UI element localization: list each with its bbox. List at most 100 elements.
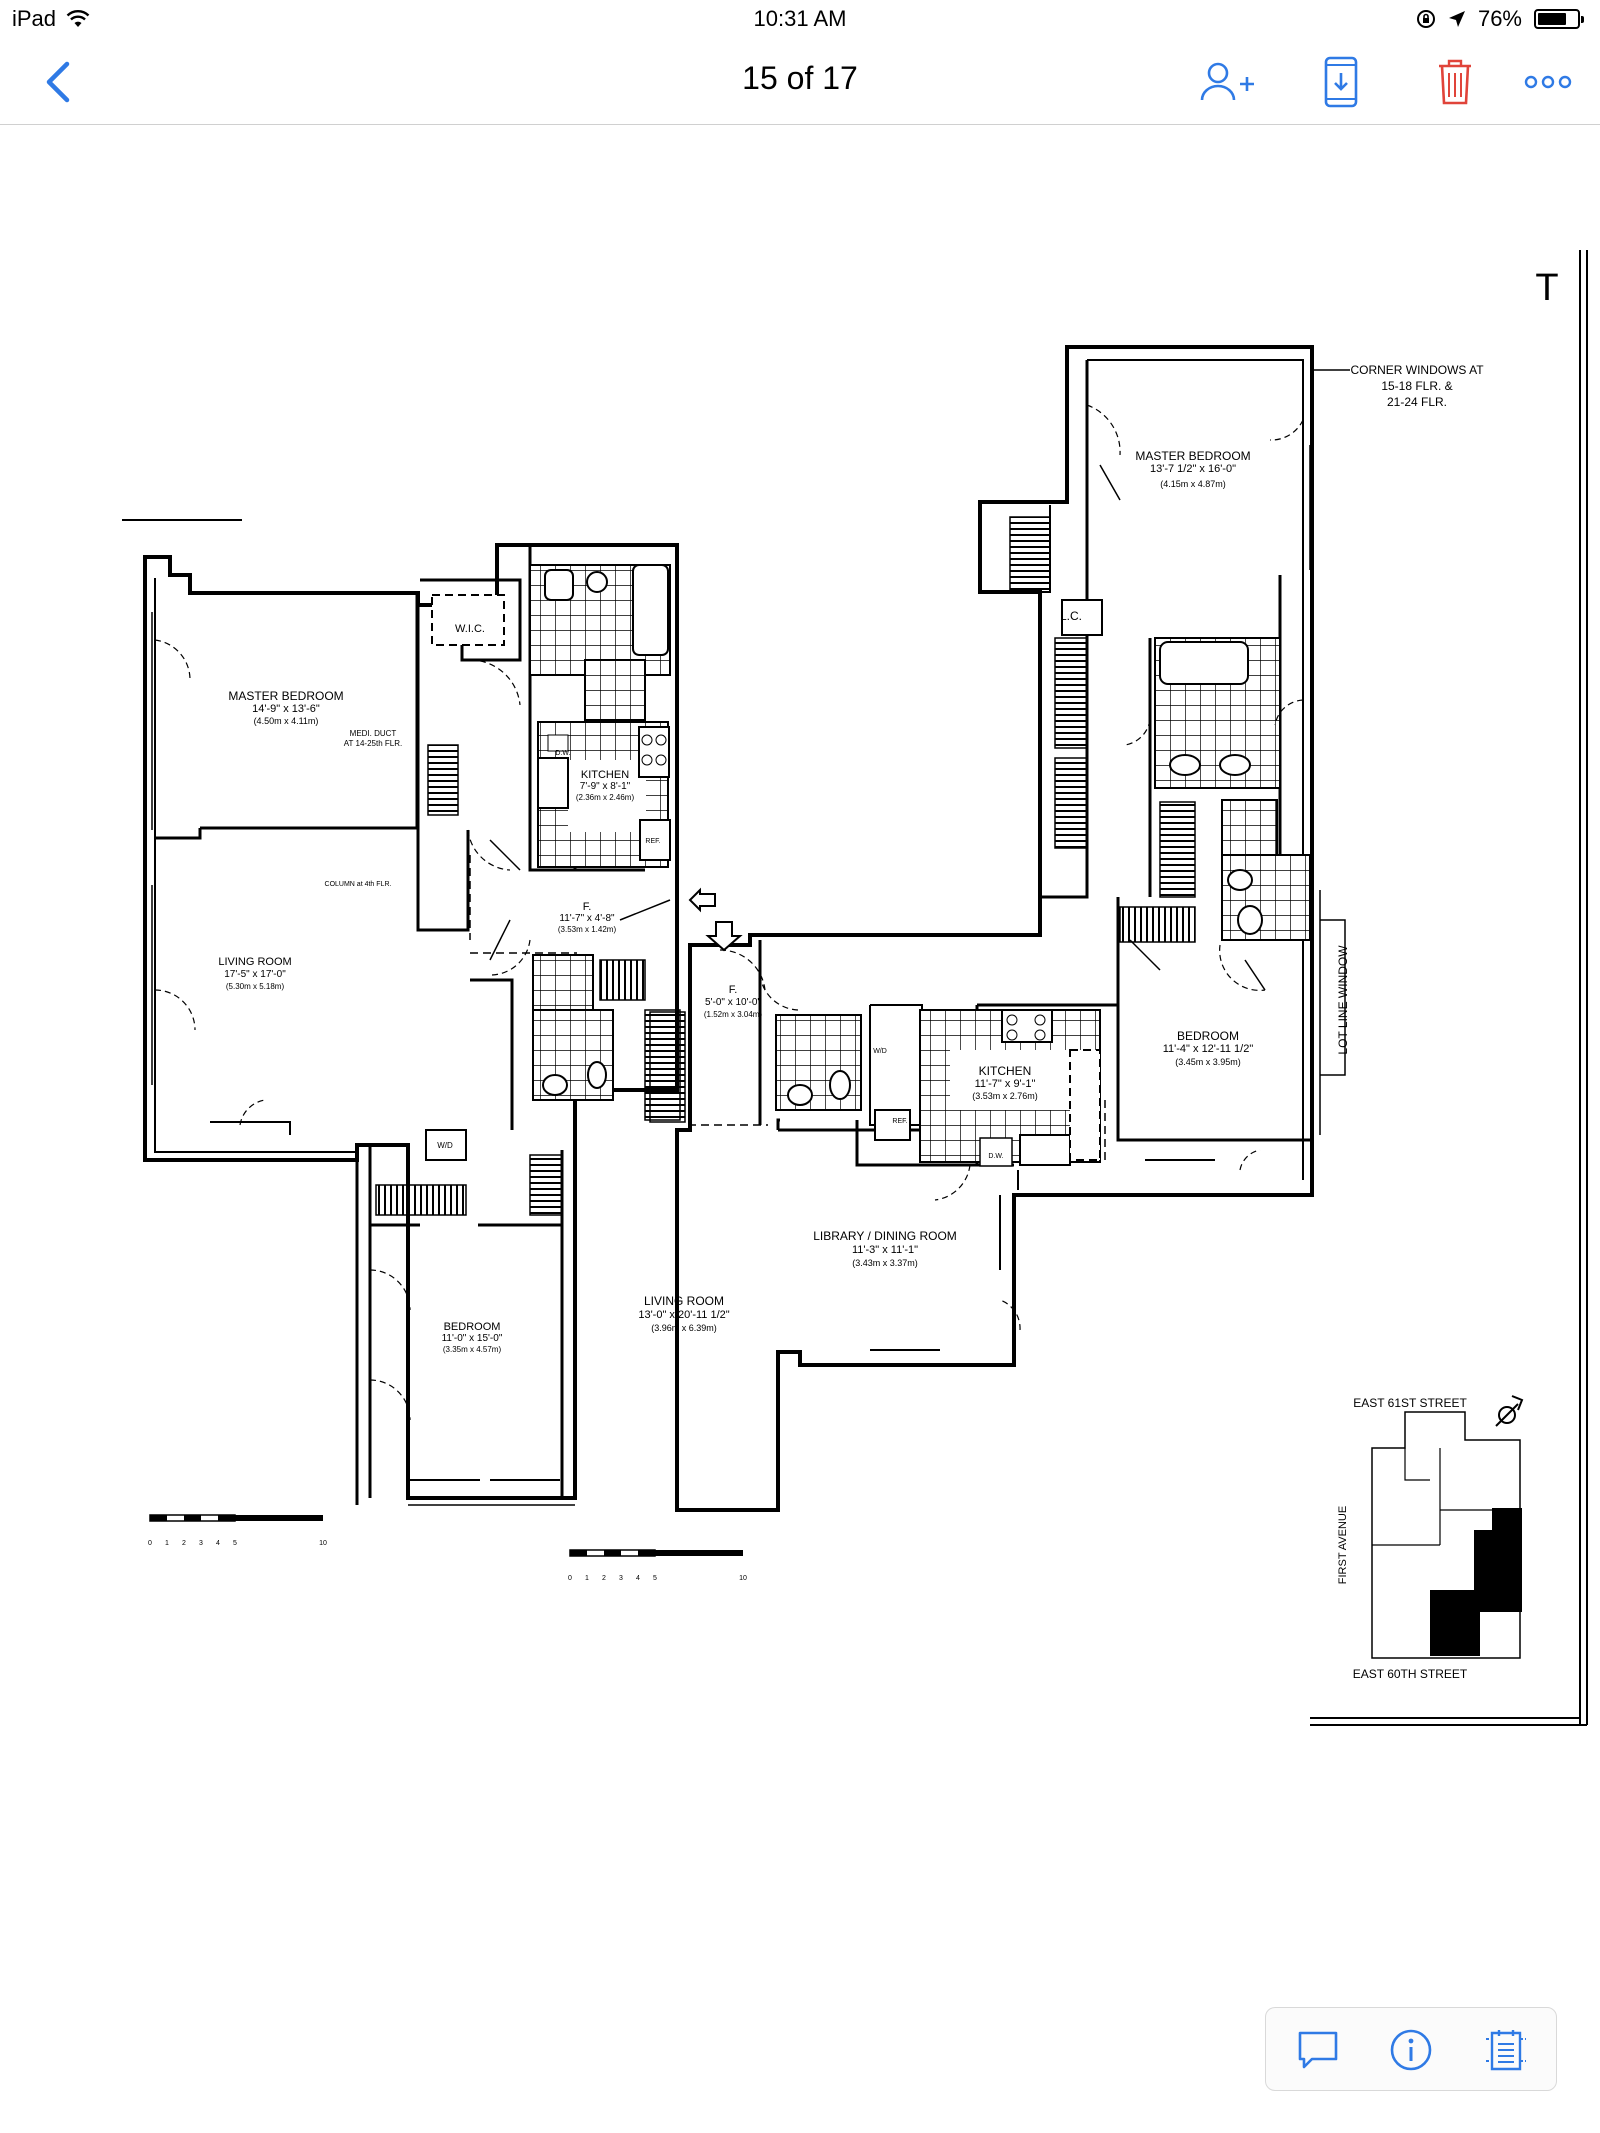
dw-right-label: D.W. bbox=[988, 1153, 1003, 1160]
corner-windows-note: CORNER WINDOWS AT 15-18 FLR. & 21-24 FLR… bbox=[1350, 363, 1484, 409]
document-page[interactable]: T bbox=[0, 125, 1600, 2005]
scale1-label-1: 1 bbox=[165, 1540, 169, 1547]
scale2-label-5: 5 bbox=[653, 1575, 657, 1582]
lc-label: L.C. bbox=[1060, 609, 1082, 623]
kitchen-left-metric: (2.36m x 2.46m) bbox=[576, 793, 635, 802]
keyplan: EAST 61ST STREET EAST 60TH STREET FIRST … bbox=[1337, 1395, 1524, 1681]
bedroom-right-metric: (3.45m x 3.95m) bbox=[1175, 1057, 1241, 1067]
library-dining-metric: (3.43m x 3.37m) bbox=[852, 1258, 918, 1268]
scale2-label-2: 2 bbox=[602, 1575, 606, 1582]
living-room-left-name: LIVING ROOM bbox=[218, 956, 291, 968]
foyer-left-metric: (3.53m x 1.42m) bbox=[558, 925, 617, 934]
foyer-left-name: F. bbox=[583, 901, 592, 913]
bedroom-left-name: BEDROOM bbox=[444, 1321, 501, 1333]
foyer-right-name: F. bbox=[729, 984, 738, 996]
bedroom-right-name: BEDROOM bbox=[1177, 1029, 1239, 1043]
wd-right-label: W/D bbox=[873, 1048, 887, 1055]
wd-left-label: W/D bbox=[437, 1141, 453, 1150]
bedroom-left-dims: 11'-0" x 15'-0" bbox=[442, 1333, 503, 1344]
ref-right-label: REF. bbox=[892, 1118, 907, 1125]
back-button[interactable] bbox=[30, 54, 86, 110]
scale-bar-1 bbox=[149, 1514, 323, 1522]
delete-button[interactable] bbox=[1427, 54, 1483, 110]
notes-button[interactable] bbox=[1476, 2020, 1536, 2080]
north-mark: T bbox=[1535, 267, 1558, 309]
more-icon bbox=[1524, 75, 1572, 89]
location-arrow-icon bbox=[1448, 11, 1465, 27]
status-time: 10:31 AM bbox=[753, 6, 847, 31]
medi-duct-line1: MEDI. DUCT bbox=[350, 729, 397, 738]
ref-left-label: REF. bbox=[645, 838, 660, 845]
more-button[interactable] bbox=[1520, 54, 1576, 110]
keyplan-north-street: EAST 61ST STREET bbox=[1353, 1396, 1467, 1410]
scale2-label-10: 10 bbox=[739, 1575, 747, 1582]
nav-bar: 15 of 17 bbox=[0, 40, 1600, 125]
corner-windows-line3: 21-24 FLR. bbox=[1387, 395, 1447, 409]
download-to-device-icon bbox=[1324, 56, 1358, 108]
living-room-right-name: LIVING ROOM bbox=[644, 1294, 724, 1308]
info-button[interactable] bbox=[1381, 2020, 1441, 2080]
page-indicator: 15 of 17 bbox=[742, 60, 858, 96]
floor-plan: T bbox=[122, 250, 1588, 1726]
kitchen-left-dims: 7'-9" x 8'-1" bbox=[580, 781, 631, 792]
column-label: COLUMN at 4th FLR. bbox=[325, 881, 392, 888]
living-room-left-metric: (5.30m x 5.18m) bbox=[226, 982, 285, 991]
library-dining-name: LIBRARY / DINING ROOM bbox=[813, 1229, 957, 1243]
kitchen-right-dims: 11'-7" x 9'-1" bbox=[975, 1078, 1036, 1090]
foyer-left-dims: 11'-7" x 4'-8" bbox=[559, 913, 615, 924]
master-bedroom-right-dims: 13'-7 1/2" x 16'-0" bbox=[1150, 463, 1236, 475]
right-apartment bbox=[675, 345, 1314, 1512]
room-labels: MASTER BEDROOM 14'-9" x 13'-6" (4.50m x … bbox=[218, 449, 1253, 1354]
scale1-label-3: 3 bbox=[199, 1540, 203, 1547]
comment-button[interactable] bbox=[1288, 2020, 1348, 2080]
kitchen-right-name: KITCHEN bbox=[979, 1064, 1032, 1078]
scale1-label-4: 4 bbox=[216, 1540, 220, 1547]
keyplan-avenue: FIRST AVENUE bbox=[1337, 1506, 1349, 1584]
add-person-button[interactable] bbox=[1200, 54, 1256, 110]
chevron-left-icon bbox=[46, 61, 70, 103]
wic-label: W.I.C. bbox=[455, 623, 485, 635]
scale1-label-0: 0 bbox=[148, 1540, 152, 1547]
scale1-label-10: 10 bbox=[319, 1540, 327, 1547]
corner-windows-line1: CORNER WINDOWS AT bbox=[1350, 363, 1484, 377]
kitchen-right-metric: (3.53m x 2.76m) bbox=[972, 1091, 1038, 1101]
status-left: iPad bbox=[12, 6, 90, 32]
wifi-icon bbox=[66, 10, 90, 27]
battery-icon bbox=[1534, 9, 1584, 29]
scale2-label-4: 4 bbox=[636, 1575, 640, 1582]
dw-left-label: D.W. bbox=[555, 750, 570, 757]
master-bedroom-left-metric: (4.50m x 4.11m) bbox=[254, 716, 319, 726]
keyplan-south-street: EAST 60TH STREET bbox=[1353, 1667, 1468, 1681]
scale2-label-3: 3 bbox=[619, 1575, 623, 1582]
north-arrow-icon bbox=[1495, 1395, 1524, 1427]
comment-icon bbox=[1298, 2031, 1338, 2069]
master-bedroom-left-dims: 14'-9" x 13'-6" bbox=[252, 703, 320, 715]
status-bar: iPad 10:31 AM 76% bbox=[0, 0, 1600, 40]
battery-percent: 76% bbox=[1477, 6, 1522, 31]
bedroom-left-metric: (3.35m x 4.57m) bbox=[443, 1345, 502, 1354]
status-right: 76% bbox=[1416, 6, 1584, 32]
library-dining-dims: 11'-3" x 11'-1" bbox=[852, 1244, 918, 1256]
scale2-label-0: 0 bbox=[568, 1575, 572, 1582]
bottom-toolbar bbox=[1265, 2007, 1557, 2091]
medi-duct-line2: AT 14-25th FLR. bbox=[344, 739, 402, 748]
foyer-right-dims: 5'-0" x 10'-0" bbox=[705, 997, 761, 1008]
info-icon bbox=[1390, 2029, 1432, 2071]
scale2-label-1: 1 bbox=[585, 1575, 589, 1582]
orientation-lock-icon bbox=[1416, 10, 1435, 28]
corner-windows-line2: 15-18 FLR. & bbox=[1381, 379, 1452, 393]
lot-line-window-label: LOT LINE WINDOW bbox=[1336, 945, 1350, 1055]
living-room-left-dims: 17'-5" x 17'-0" bbox=[224, 969, 286, 980]
master-bedroom-right-name: MASTER BEDROOM bbox=[1135, 449, 1250, 463]
living-room-right-dims: 13'-0" x 20'-11 1/2" bbox=[638, 1309, 729, 1321]
trash-icon bbox=[1439, 59, 1471, 105]
bedroom-right-dims: 11'-4" x 12'-11 1/2" bbox=[1163, 1043, 1254, 1055]
master-bedroom-right-metric: (4.15m x 4.87m) bbox=[1160, 479, 1226, 489]
notes-icon bbox=[1486, 2030, 1526, 2071]
scale-bar-2 bbox=[569, 1549, 743, 1557]
kitchen-left-name: KITCHEN bbox=[581, 769, 629, 781]
living-room-right-metric: (3.96m x 6.39m) bbox=[651, 1323, 717, 1333]
save-to-device-button[interactable] bbox=[1313, 54, 1369, 110]
scale1-label-2: 2 bbox=[182, 1540, 186, 1547]
device-name: iPad bbox=[12, 6, 57, 31]
